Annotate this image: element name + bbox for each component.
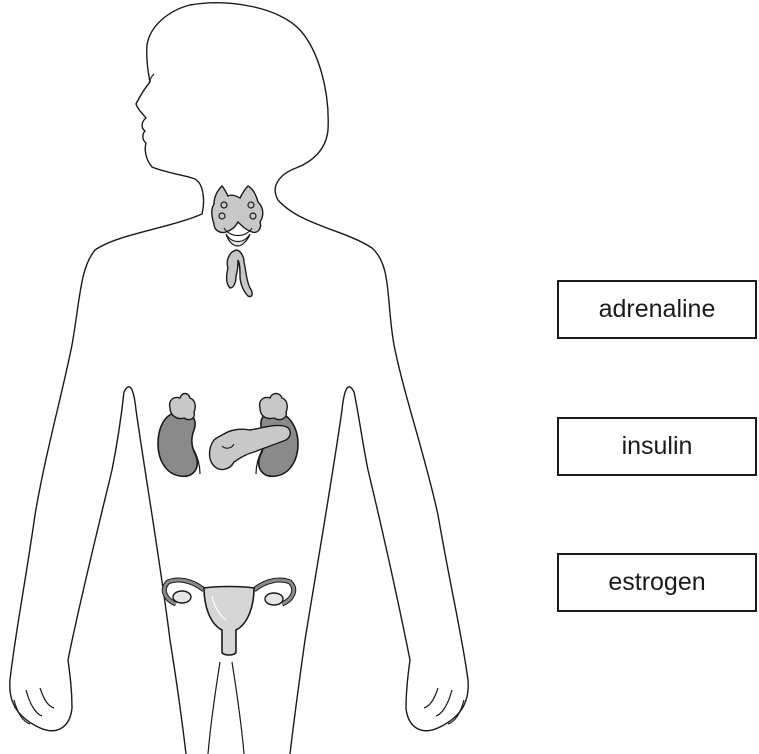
thymus-icon	[227, 250, 252, 297]
label-box-adrenaline: adrenaline	[557, 280, 757, 339]
label-adrenaline: adrenaline	[599, 295, 716, 324]
ear-line	[150, 74, 154, 82]
label-insulin: insulin	[622, 432, 693, 461]
body-outline	[10, 5, 204, 754]
label-box-estrogen: estrogen	[557, 553, 757, 612]
left-hand-fingers	[14, 688, 54, 724]
adrenal-kidney-icon	[158, 394, 200, 477]
leg-inner-lines	[208, 662, 244, 754]
label-estrogen: estrogen	[608, 568, 705, 597]
right-hand-fingers	[424, 688, 464, 724]
thyroid-gland-icon	[212, 186, 263, 246]
label-box-insulin: insulin	[557, 417, 757, 476]
uterus-ovaries-icon	[164, 580, 293, 655]
